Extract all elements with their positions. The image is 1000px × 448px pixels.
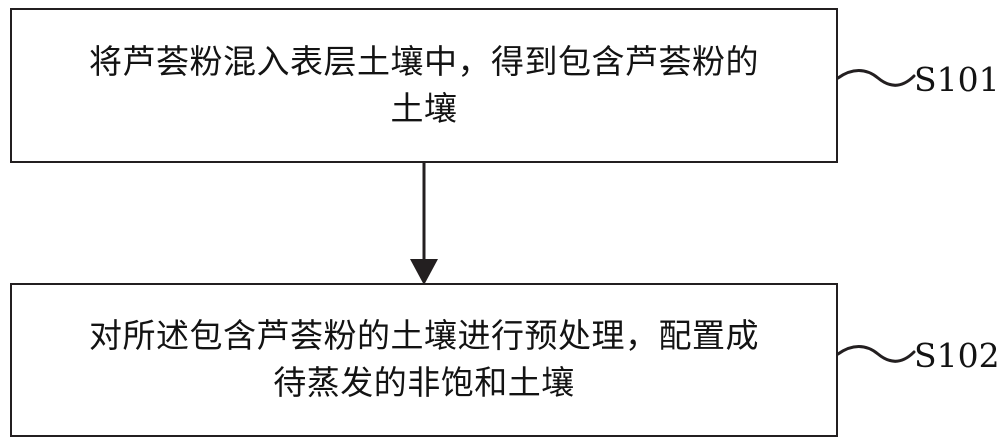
flowchart-step-label-s101: S101 bbox=[914, 60, 1000, 99]
leader-line-wavy-s102-icon bbox=[836, 345, 916, 363]
flowchart-step-label-s102: S102 bbox=[914, 336, 1000, 375]
connector-arrow-s101-to-s102 bbox=[410, 163, 438, 285]
connector-arrow-head-icon bbox=[410, 259, 438, 285]
flowchart-step-box-s102: 对所述包含芦荟粉的土壤进行预处理，配置成 待蒸发的非饱和土壤 bbox=[10, 283, 838, 437]
flowchart-step-text-s102: 对所述包含芦荟粉的土壤进行预处理，配置成 待蒸发的非饱和土壤 bbox=[89, 316, 759, 402]
leader-line-wavy-s101-icon bbox=[836, 69, 916, 87]
flowchart-step-text-s101: 将芦荟粉混入表层土壤中，得到包含芦荟粉的 土壤 bbox=[89, 41, 759, 128]
flowchart-step-box-s101: 将芦荟粉混入表层土壤中，得到包含芦荟粉的 土壤 bbox=[10, 8, 838, 163]
